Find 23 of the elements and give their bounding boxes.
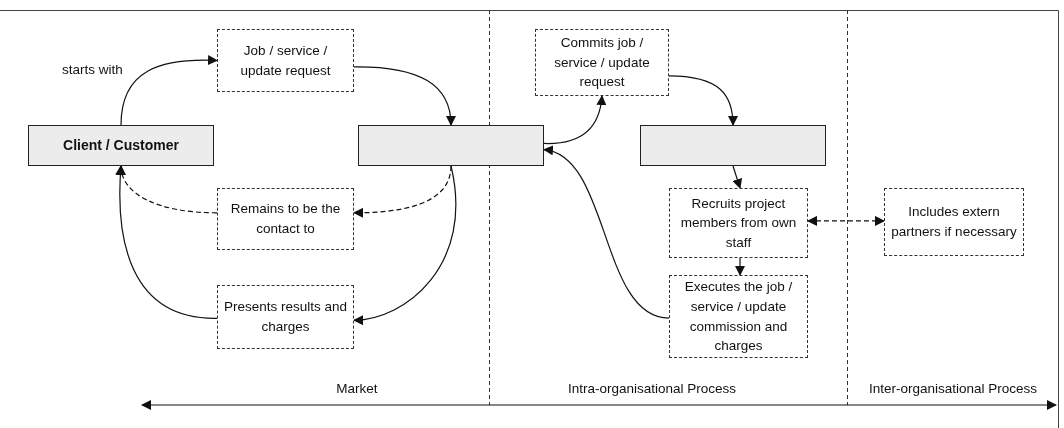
organisation-box — [640, 125, 826, 166]
arrow — [120, 55, 218, 126]
process-box: Commits job / service / update request — [535, 29, 669, 96]
arrow — [353, 165, 452, 218]
organisation-box: Client / Customer — [28, 125, 214, 166]
arrow — [353, 165, 457, 325]
edge-label: starts with — [60, 62, 125, 77]
arrow — [668, 75, 738, 126]
arrow — [543, 95, 606, 145]
arrow — [735, 257, 746, 276]
process-box: Executes the job / service / update commission and charges — [669, 275, 808, 358]
arrow — [543, 147, 670, 319]
process-box: Recruits project members from own staff — [669, 188, 808, 258]
arrow — [732, 165, 743, 189]
organisation-box — [358, 125, 544, 166]
process-box: Presents results and charges — [217, 285, 354, 349]
arrow — [115, 165, 218, 319]
process-box: Remains to be the contact to — [217, 188, 354, 250]
process-box: Job / service / update request — [217, 29, 354, 92]
arrow — [353, 66, 456, 126]
section-label: Market — [334, 381, 380, 396]
process-box: Includes extern partners if necessary — [884, 188, 1024, 256]
arrow — [807, 215, 885, 226]
